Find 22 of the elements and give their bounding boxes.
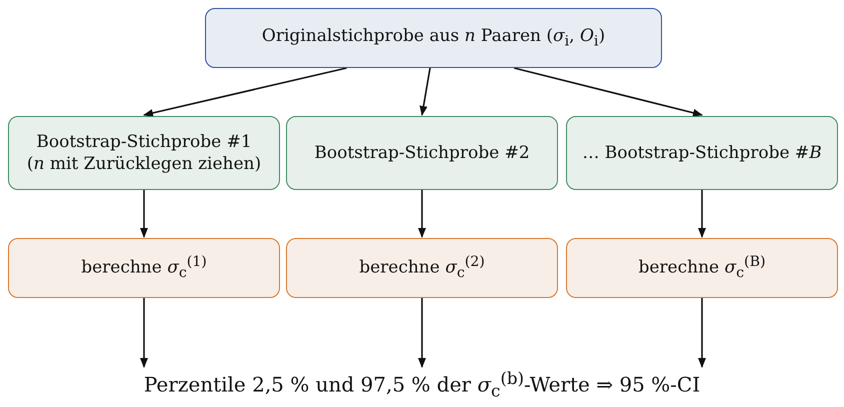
arrow [514, 67, 703, 117]
arrow [140, 298, 148, 368]
process-box [566, 116, 838, 190]
process-box [286, 116, 558, 190]
box-label: Originalstichprobe aus n Paaren (σ$_{i}$, O$_{i}$) [262, 25, 606, 51]
process-box [8, 116, 280, 190]
process-box [8, 238, 280, 298]
process-box [286, 238, 558, 298]
arrow [140, 190, 148, 238]
arrow [418, 298, 426, 368]
arrow [698, 298, 706, 368]
result-text: Perzentile 2,5 % und 97,5 % der σ$_{c}$$^{(b)}$-Werte ⇒ 95 %-CI [144, 368, 700, 402]
arrow [143, 67, 347, 117]
box-label: Bootstrap-Stichprobe #1 [36, 130, 252, 153]
box-label: … Bootstrap-Stichprobe #B [582, 142, 822, 164]
box-label: Bootstrap-Stichprobe #2 [314, 142, 530, 164]
process-box [205, 8, 662, 68]
arrow [698, 190, 706, 238]
arrow [418, 190, 426, 238]
process-box [566, 238, 838, 298]
box-subtext: (n mit Zurücklegen ziehen) [26, 153, 262, 176]
arrow [420, 68, 431, 116]
